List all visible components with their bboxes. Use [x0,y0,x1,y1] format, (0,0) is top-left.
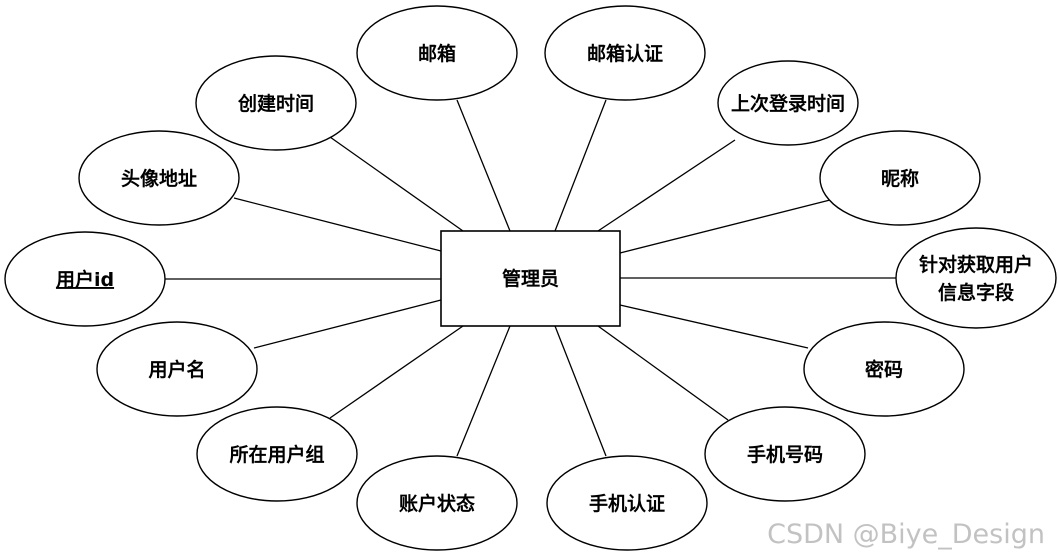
attribute-label: 用户名 [148,358,205,381]
attribute-ellipse [78,130,240,226]
attribute-ellipse [544,5,706,101]
connector-account-status [456,325,511,457]
attribute-ellipse [356,455,518,551]
attribute-last-login-time: 上次登录时间 [717,60,859,146]
connector-user-group [329,325,464,419]
attribute-label: 头像地址 [121,167,197,190]
attribute-password: 密码 [803,321,965,417]
connector-last-login-time [597,139,736,232]
attribute-ellipse [895,227,1057,329]
attribute-label: 用户id [56,268,114,291]
attribute-label: 所在用户组 [229,443,324,466]
attribute-ellipse [356,5,518,101]
connector-email [456,99,511,232]
attribute-ellipse [4,231,166,327]
attribute-ellipse [704,406,866,502]
connector-phone-verified [554,325,607,457]
attribute-label: 邮箱 [418,42,456,65]
entity-label: 管理员 [502,267,559,290]
connector-username [253,299,442,349]
attribute-ellipse [195,55,357,151]
watermark: CSDN @Biye_Design [767,519,1045,550]
attribute-label: 昵称 [881,167,919,190]
attribute-account-status: 账户状态 [356,455,518,551]
attribute-label: 针对获取用户信息字段 [919,253,1033,304]
attribute-ellipse [819,130,981,226]
attribute-user-info-fields: 针对获取用户信息字段 [895,227,1057,329]
attribute-phone-verified: 手机认证 [546,455,708,551]
attribute-username: 用户名 [96,321,258,417]
connector-lines [165,99,896,457]
connector-phone-number [597,325,729,421]
connector-create-time [329,136,464,232]
attribute-ellipse [546,455,708,551]
connector-email-verified [554,99,607,232]
attribute-ellipse [196,406,358,502]
attribute-ellipse [803,321,965,417]
attribute-label: 邮箱认证 [587,42,663,65]
attribute-phone-number: 手机号码 [704,406,866,502]
attribute-user-id: 用户id [4,231,166,327]
attribute-create-time: 创建时间 [195,55,357,151]
attribute-label: 手机认证 [589,492,665,515]
attribute-avatar-url: 头像地址 [78,130,240,226]
attribute-label: 账户状态 [399,492,475,515]
attribute-label: 密码 [865,358,903,381]
connector-avatar-url [233,197,442,252]
attribute-ellipse [717,60,859,146]
attribute-label: 上次登录时间 [731,92,845,115]
entity: 管理员 [440,230,621,327]
attribute-email: 邮箱 [356,5,518,101]
connector-nickname [619,199,831,254]
attribute-email-verified: 邮箱认证 [544,5,706,101]
attribute-label: 创建时间 [237,92,314,115]
attribute-label: 手机号码 [747,443,823,466]
entity-box [440,230,621,327]
attribute-nickname: 昵称 [819,130,981,226]
connector-password [619,304,809,349]
attribute-user-group: 所在用户组 [196,406,358,502]
attribute-ellipse [96,321,258,417]
